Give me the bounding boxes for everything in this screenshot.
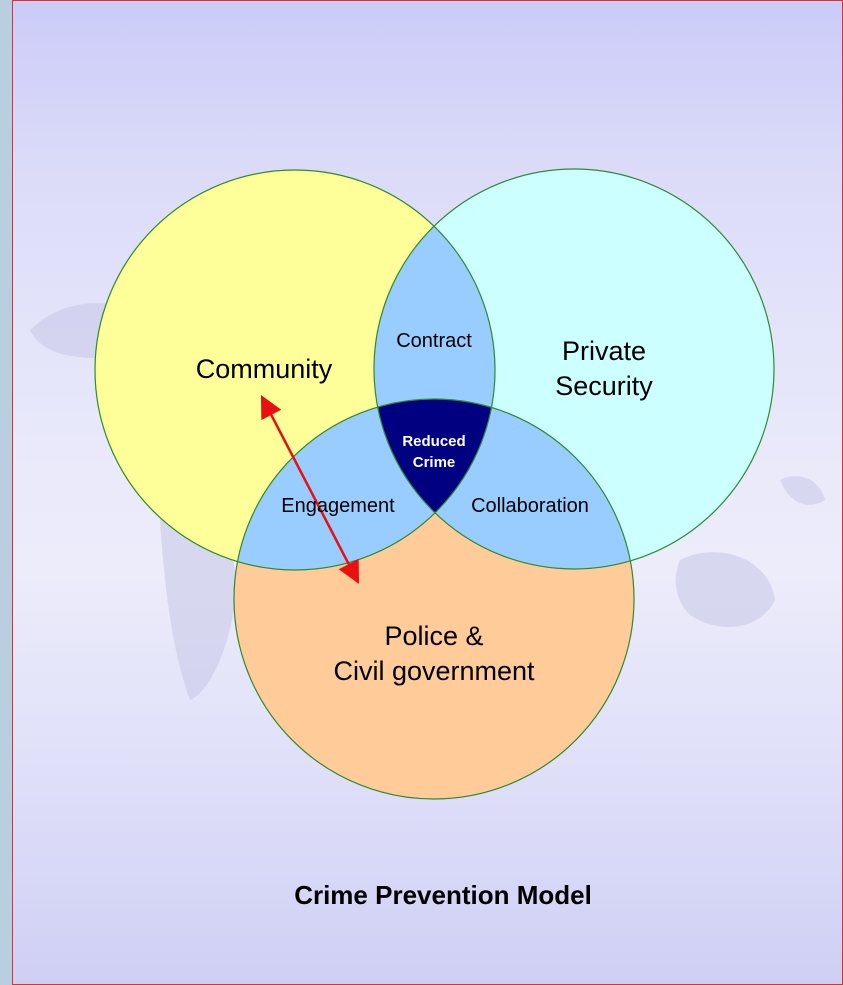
community-label: Community bbox=[196, 354, 333, 384]
engagement-label: Engagement bbox=[281, 495, 395, 517]
police-outline bbox=[233, 398, 635, 800]
police-label-line2: Civil government bbox=[333, 656, 535, 686]
collaboration-overlap bbox=[374, 399, 634, 569]
contract-label: Contract bbox=[396, 330, 472, 352]
private-security-outline bbox=[373, 168, 775, 570]
collaboration-label: Collaboration bbox=[471, 495, 589, 517]
private-security-label-line1: Private bbox=[562, 336, 646, 366]
engagement-arrow bbox=[260, 395, 360, 584]
world-map-watermark bbox=[30, 303, 825, 700]
diagram-caption: Crime Prevention Model bbox=[294, 880, 592, 910]
police-label-line1: Police & bbox=[384, 621, 483, 651]
private-security-label-line2: Security bbox=[555, 371, 653, 401]
reduced-crime-label-line1: Reduced bbox=[402, 433, 465, 450]
reduced-crime-label-line2: Crime bbox=[413, 454, 456, 471]
